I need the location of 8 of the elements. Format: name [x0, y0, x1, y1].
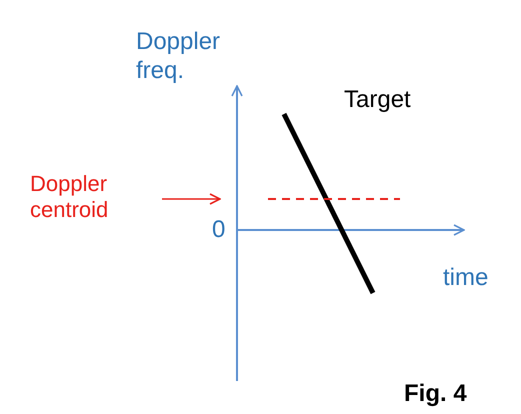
- dashed-line: [268, 198, 400, 200]
- axis-label: Doppler freq.: [136, 28, 222, 86]
- callout-text: Doppler centroid: [30, 171, 160, 224]
- arrow: [162, 193, 221, 205]
- target-label: Target: [344, 86, 411, 115]
- figure-caption: Fig. 4: [404, 380, 467, 409]
- origin-label: 0: [212, 216, 226, 245]
- axis-label: time: [443, 264, 488, 293]
